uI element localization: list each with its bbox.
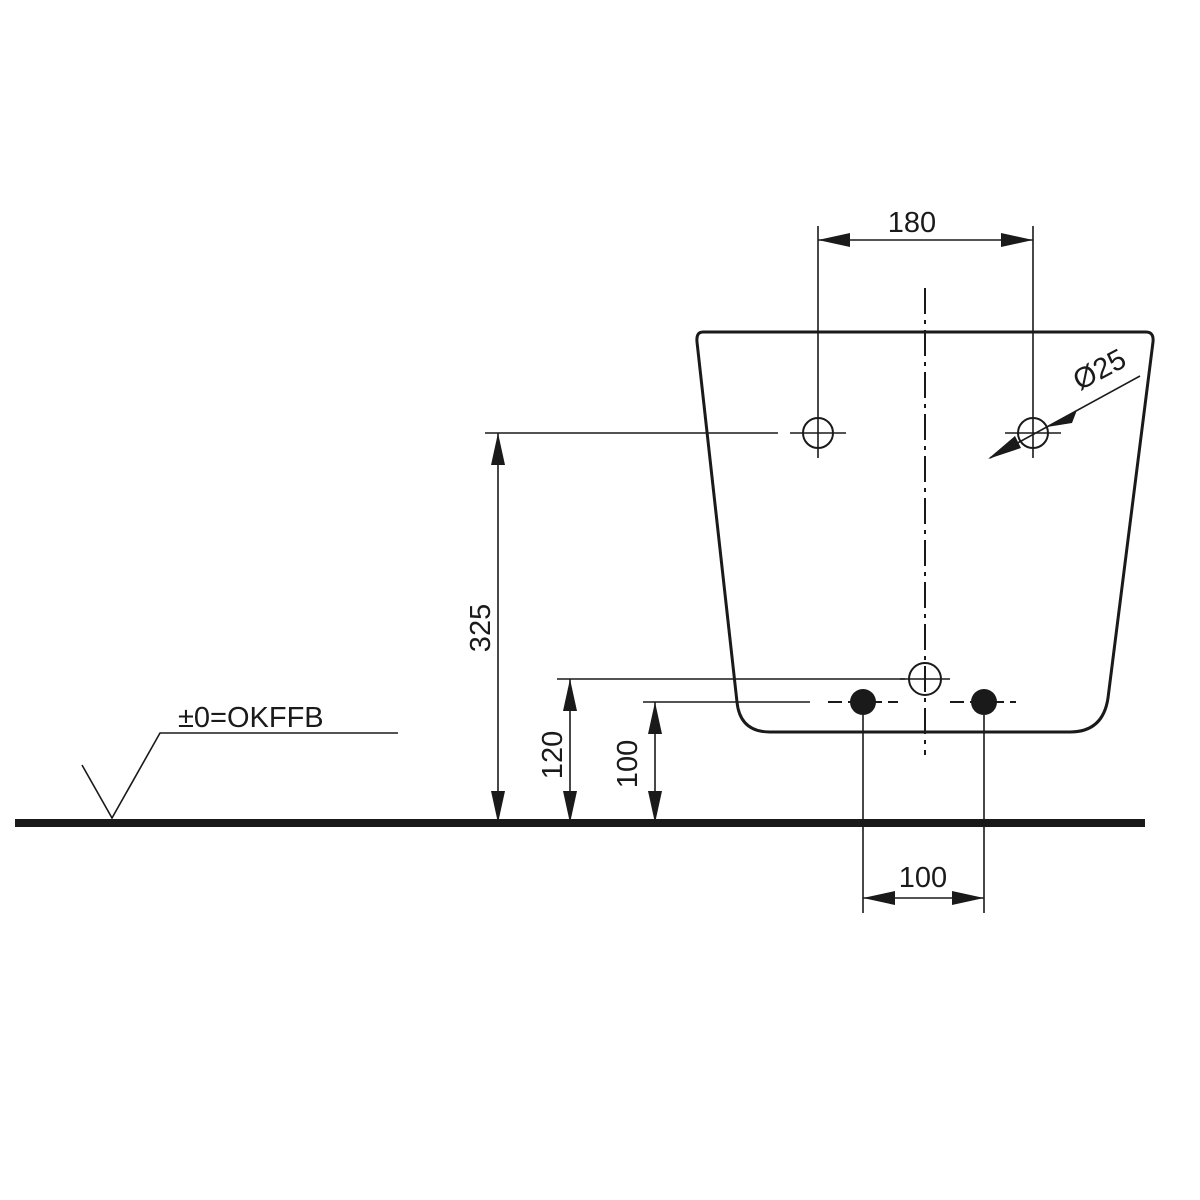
dimension-supply-spacing: 100 — [862, 715, 985, 913]
mounting-hole-left — [790, 408, 846, 458]
floor-reference-symbol: ±0=OKFFB — [81, 702, 398, 820]
dimension-height-holes-label: 325 — [465, 604, 497, 652]
dimension-top-spacing-label: 180 — [888, 207, 936, 239]
mounting-hole-right — [1005, 408, 1061, 458]
dimension-height-lower-supply-label: 100 — [612, 740, 644, 788]
drain-hole — [900, 662, 950, 696]
dimension-height-upper-supply-label: 120 — [537, 731, 569, 779]
supply-connection-right — [950, 689, 1016, 715]
supply-connection-left — [828, 689, 898, 715]
dimension-height-upper-supply: 120 — [537, 678, 905, 823]
dimension-top-spacing: 180 — [817, 207, 1034, 408]
dimension-height-holes: 325 — [465, 432, 778, 823]
dimension-height-lower-supply: 100 — [612, 701, 810, 823]
floor-reference-label: ±0=OKFFB — [178, 702, 324, 734]
dimension-supply-spacing-label: 100 — [899, 862, 947, 894]
